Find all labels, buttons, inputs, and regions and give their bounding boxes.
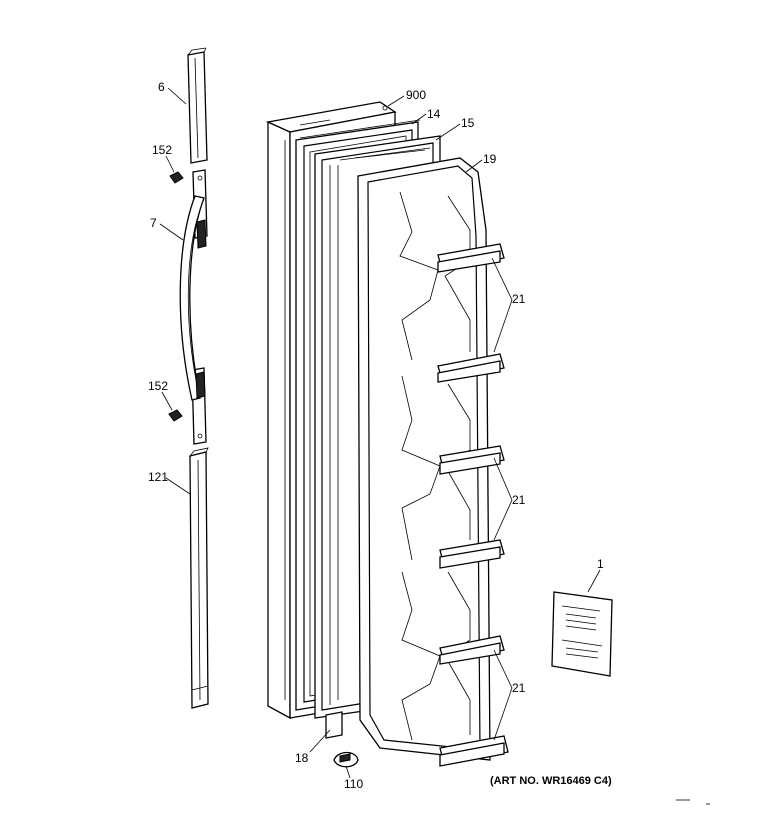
part-152-screw-top (169, 171, 184, 184)
part-152-screw-bottom (168, 409, 183, 422)
label-21-bottom: 21 (512, 681, 526, 695)
part-121-bottom-trim (188, 447, 209, 709)
part-21-bin-6 (439, 735, 509, 767)
label-152-top: 152 (152, 143, 172, 157)
part-21-bin-5 (439, 635, 505, 665)
part-21-bin-3 (439, 445, 505, 475)
label-21-top: 21 (512, 292, 526, 306)
part-7-door-handle (179, 169, 208, 445)
label-14: 14 (427, 107, 441, 121)
part-6-top-trim (187, 47, 208, 164)
part-21-bin-1 (437, 243, 505, 273)
label-121: 121 (148, 470, 168, 484)
part-110-cap (333, 751, 359, 768)
label-1: 1 (597, 557, 604, 571)
label-900: 900 (406, 88, 426, 102)
label-15: 15 (461, 116, 475, 130)
label-152-bottom: 152 (148, 379, 168, 393)
part-1-booklet (551, 591, 613, 677)
label-18: 18 (295, 751, 309, 765)
label-6: 6 (158, 80, 165, 94)
label-21-middle: 21 (512, 493, 526, 507)
label-110: 110 (344, 777, 363, 791)
part-18-strip (325, 711, 343, 739)
part-21-bin-2 (437, 353, 505, 383)
leader-lines (159, 87, 601, 779)
label-7: 7 (150, 216, 157, 230)
art-number: (ART NO. WR16469 C4) (490, 775, 612, 787)
label-19: 19 (483, 152, 497, 166)
part-21-bin-4 (439, 539, 505, 569)
